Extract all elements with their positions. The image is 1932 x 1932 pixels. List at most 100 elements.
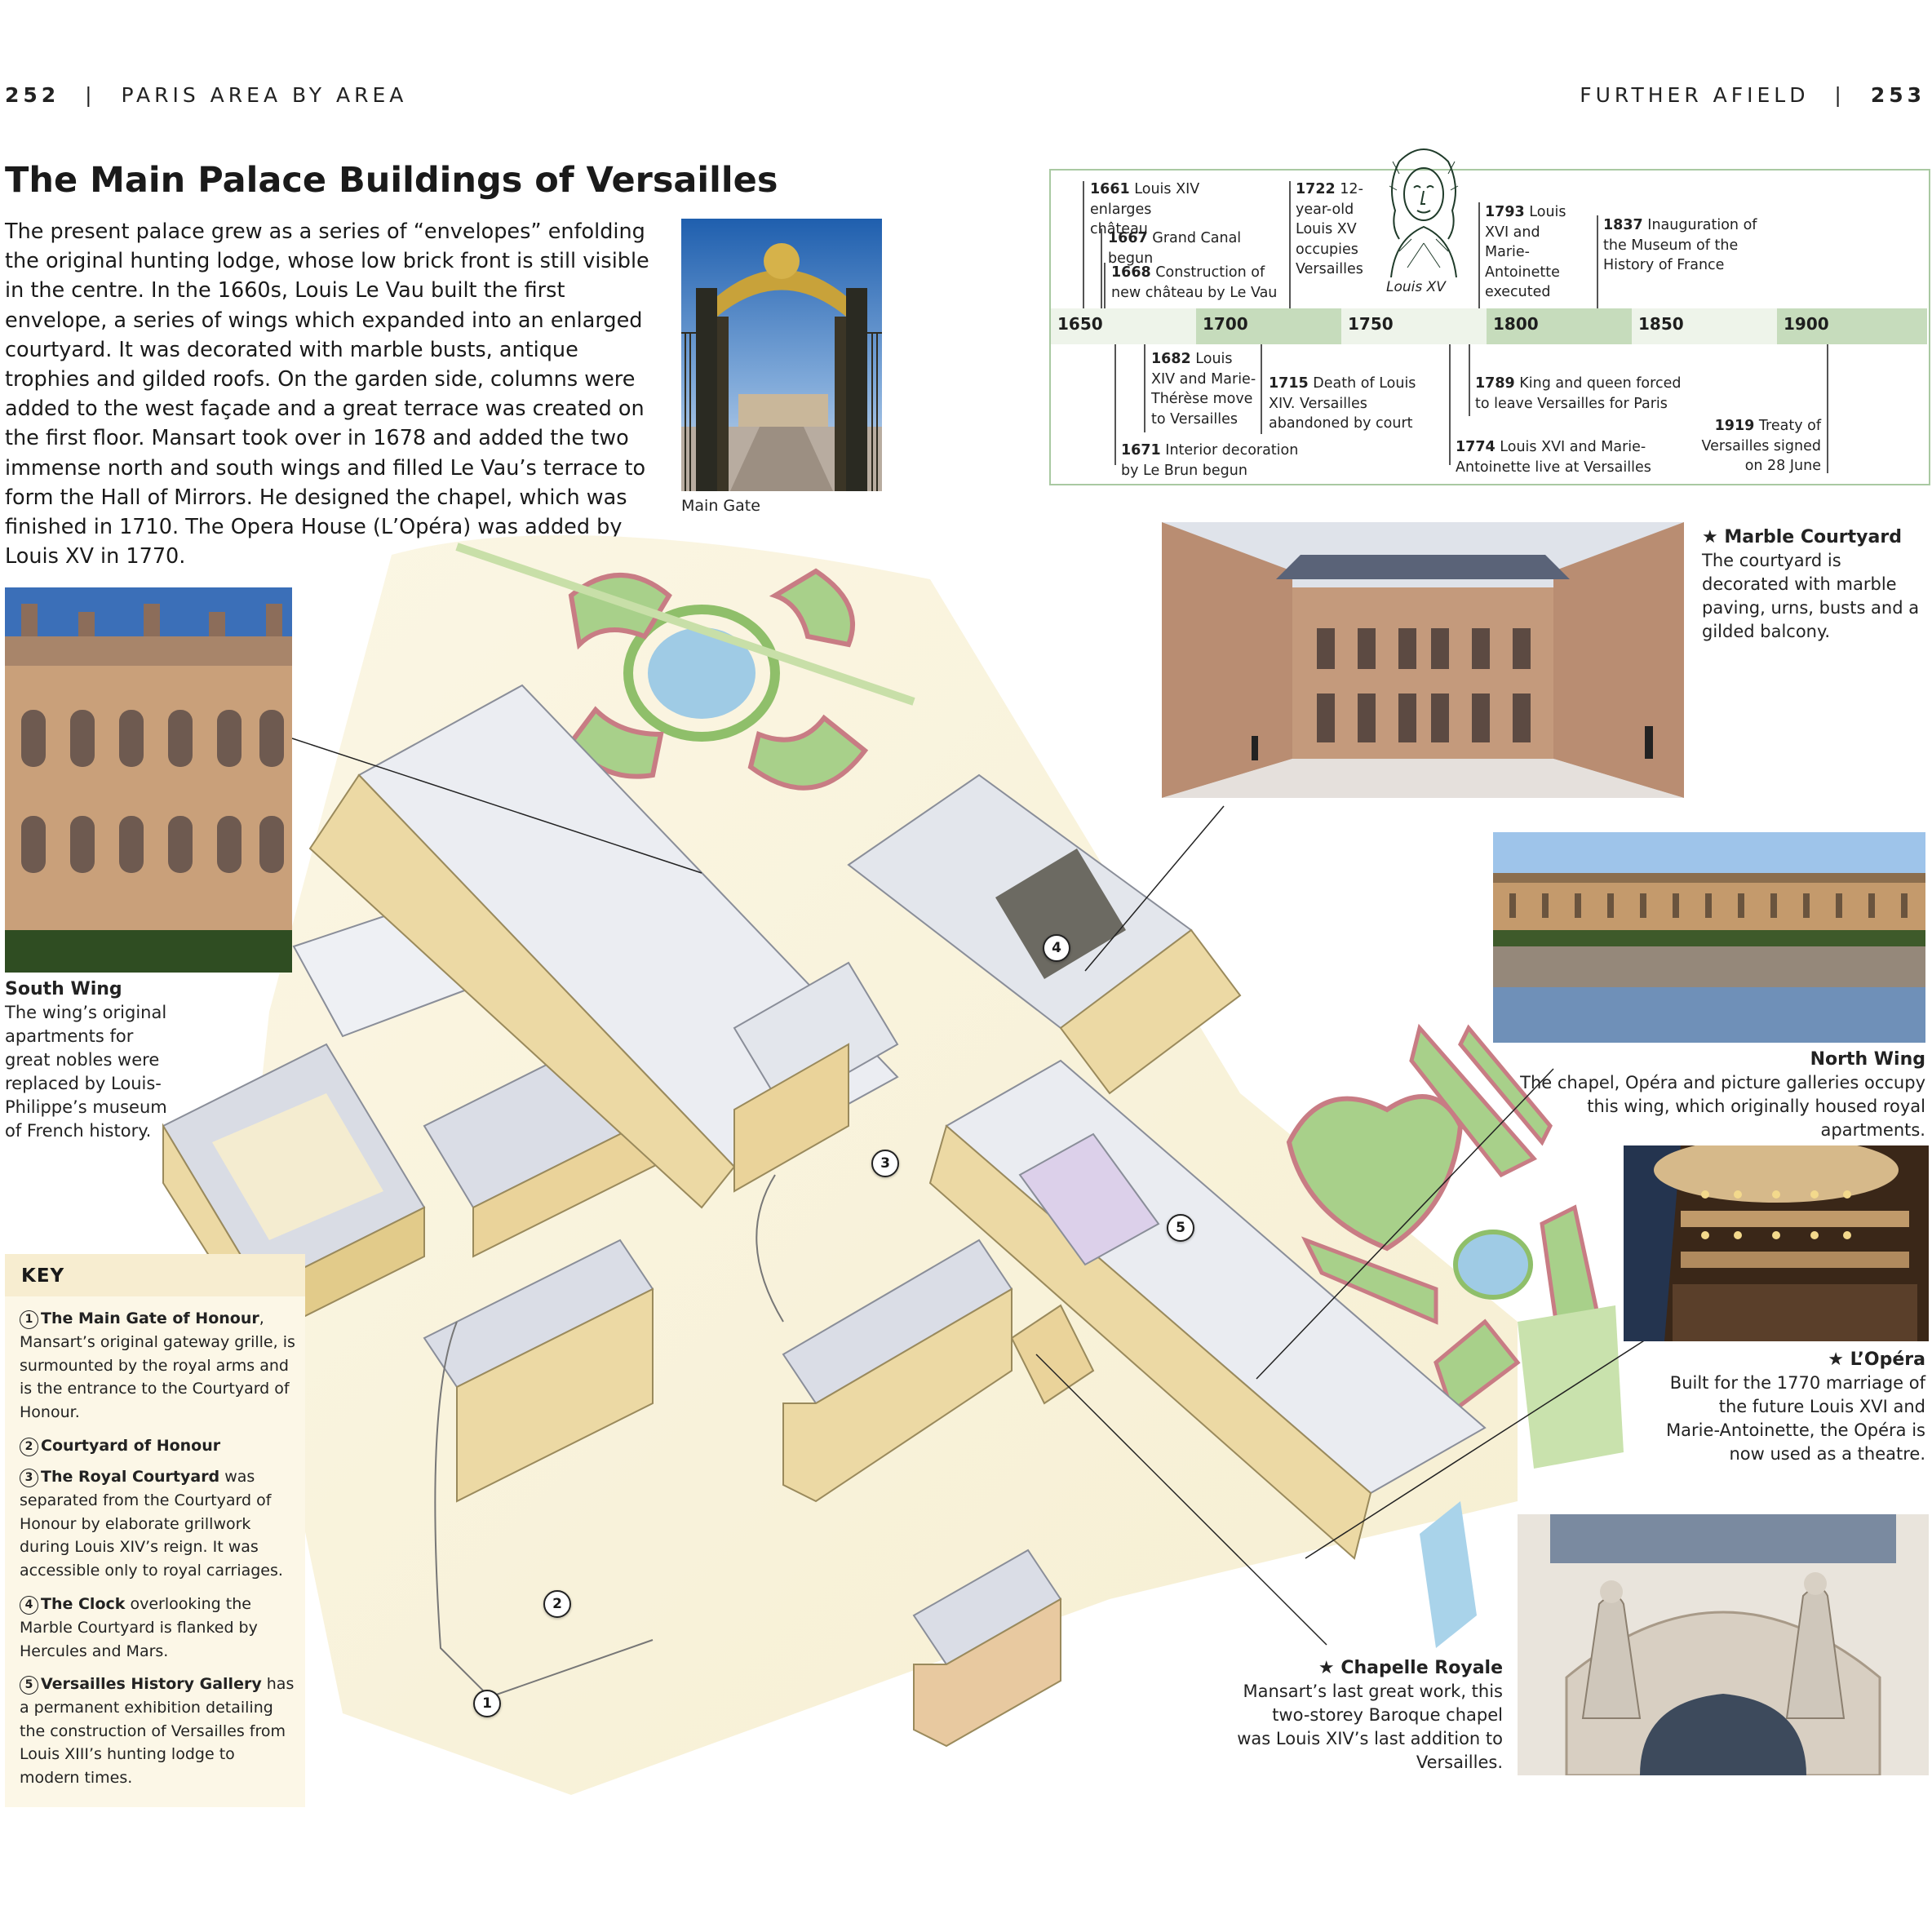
event-text: Louis XIV enlarges château bbox=[1090, 181, 1200, 237]
timeline-tick bbox=[1478, 202, 1480, 308]
timeline-tick bbox=[1083, 181, 1084, 308]
key-item-title: The Royal Courtyard bbox=[41, 1468, 220, 1486]
timeline-tick bbox=[1449, 344, 1451, 465]
key-item-text: was separated from the Courtyard of Hono… bbox=[20, 1468, 283, 1580]
opera-photo bbox=[1624, 1145, 1929, 1341]
portrait-caption: Louis XV bbox=[1386, 279, 1446, 295]
timeline-tick bbox=[1144, 344, 1145, 432]
callout-text: The chapel, Opéra and picture galleries … bbox=[1520, 1073, 1925, 1140]
key-item-text: , Mansart’s original gateway grille, is … bbox=[20, 1309, 295, 1422]
key-box bbox=[5, 1254, 305, 1807]
star-icon: ★ bbox=[1828, 1349, 1844, 1370]
timeline-event: 1789 King and queen forced to leave Vers… bbox=[1475, 374, 1695, 414]
key-item-title: The Main Gate of Honour bbox=[41, 1309, 259, 1327]
event-year: 1682 bbox=[1151, 351, 1191, 367]
timeline-segment bbox=[1487, 308, 1632, 344]
marble-courtyard-callout: ★ Marble Courtyard The courtyard is deco… bbox=[1702, 525, 1930, 644]
event-year: 1671 bbox=[1121, 442, 1161, 459]
key-title: KEY bbox=[21, 1265, 65, 1287]
event-year: 1789 bbox=[1475, 375, 1515, 392]
left-page-header: 252 | PARIS AREA BY AREA bbox=[5, 83, 407, 107]
event-text: Louis XVI and Marie-Antoinette live at V… bbox=[1456, 439, 1651, 476]
event-text: Louis XIV and Marie-Thérèse move to Vers… bbox=[1151, 351, 1256, 428]
timeline-event: 1774 Louis XVI and Marie-Antoinette live… bbox=[1456, 437, 1676, 477]
intro-paragraph: The present palace grew as a series of “… bbox=[5, 219, 649, 569]
left-page-number: 252 bbox=[5, 83, 60, 107]
key-item-text: overlooking the Marble Courtyard is flan… bbox=[20, 1595, 258, 1660]
north-wing-callout: North Wing The chapel, Opéra and picture… bbox=[1493, 1048, 1925, 1142]
timeline-event: 1837 Inauguration of the Museum of the H… bbox=[1603, 215, 1766, 276]
callout-text: Mansart’s last great work, this two-stor… bbox=[1237, 1682, 1503, 1772]
timeline-year: 1750 bbox=[1348, 314, 1394, 334]
key-item-title: Versailles History Gallery bbox=[41, 1675, 262, 1693]
left-section-title: PARIS AREA BY AREA bbox=[121, 83, 408, 107]
main-gate-photo bbox=[681, 219, 882, 491]
timeline-tick bbox=[1104, 263, 1106, 308]
event-year: 1919 bbox=[1714, 418, 1755, 434]
timeline-tick bbox=[1597, 215, 1598, 308]
timeline-segment bbox=[1196, 308, 1341, 344]
timeline-tick bbox=[1114, 344, 1116, 465]
plan-marker-3: 3 bbox=[871, 1150, 899, 1177]
louis-xv-portrait bbox=[1375, 137, 1473, 277]
event-year: 1715 bbox=[1269, 375, 1309, 392]
star-icon: ★ bbox=[1702, 527, 1718, 547]
timeline-year: 1850 bbox=[1638, 314, 1684, 334]
north-wing-photo bbox=[1493, 832, 1925, 1043]
event-year: 1668 bbox=[1111, 264, 1151, 281]
event-text: Death of Louis XIV. Versailles abandoned… bbox=[1269, 375, 1416, 432]
timeline-event: 1722 12-year-old Louis XV occupies Versa… bbox=[1296, 179, 1380, 280]
south-wing-callout: South Wing The wing’s original apartment… bbox=[5, 977, 168, 1143]
marble-courtyard-photo bbox=[1162, 522, 1684, 798]
timeline-event: 1671 Interior decoration by Le Brun begu… bbox=[1121, 441, 1317, 481]
event-text: 12-year-old Louis XV occupies Versailles bbox=[1296, 181, 1363, 277]
event-year: 1837 bbox=[1603, 217, 1643, 233]
key-number: 2 bbox=[20, 1438, 38, 1456]
timeline-tick bbox=[1261, 344, 1262, 434]
event-year: 1774 bbox=[1456, 439, 1496, 455]
callout-text: Built for the 1770 marriage of the futur… bbox=[1666, 1373, 1925, 1464]
key-header bbox=[5, 1254, 305, 1296]
callout-text: The wing’s original apartments for great… bbox=[5, 1003, 167, 1141]
key-number: 1 bbox=[20, 1310, 38, 1329]
timeline-event: 1668 Construction of new château by Le V… bbox=[1111, 263, 1283, 303]
key-number: 4 bbox=[20, 1596, 38, 1615]
key-item-title: The Clock bbox=[41, 1595, 126, 1613]
plan-marker-4: 4 bbox=[1043, 934, 1070, 962]
event-text: Construction of new château by Le Vau bbox=[1111, 264, 1278, 301]
callout-title: South Wing bbox=[5, 979, 122, 999]
callout-title: L’Opéra bbox=[1850, 1349, 1925, 1370]
right-page-number: 253 bbox=[1870, 83, 1925, 107]
opera-callout: ★ L’Opéra Built for the 1770 marriage of… bbox=[1664, 1348, 1925, 1466]
key-number: 5 bbox=[20, 1676, 38, 1695]
timeline-year: 1700 bbox=[1203, 314, 1248, 334]
timeline-segment bbox=[1777, 308, 1927, 344]
timeline-tick bbox=[1289, 181, 1291, 308]
callout-title: North Wing bbox=[1810, 1049, 1925, 1070]
header-divider: | bbox=[1834, 83, 1846, 107]
callout-title: Chapelle Royale bbox=[1340, 1658, 1503, 1678]
event-year: 1667 bbox=[1108, 230, 1148, 246]
timeline-tick bbox=[1827, 344, 1828, 473]
event-text: Inauguration of the Museum of the Histor… bbox=[1603, 217, 1757, 273]
key-item-title: Courtyard of Honour bbox=[41, 1437, 221, 1455]
timeline-year: 1900 bbox=[1784, 314, 1829, 334]
event-text: Interior decoration by Le Brun begun bbox=[1121, 442, 1299, 479]
event-text: Grand Canal begun bbox=[1108, 230, 1242, 267]
event-year: 1661 bbox=[1090, 181, 1130, 197]
callout-title: Marble Courtyard bbox=[1724, 527, 1902, 547]
timeline-tick bbox=[1469, 344, 1470, 416]
event-year: 1722 bbox=[1296, 181, 1336, 197]
star-icon: ★ bbox=[1318, 1658, 1335, 1678]
timeline-event: 1661 Louis XIV enlarges château bbox=[1090, 179, 1212, 240]
forecourt-wings bbox=[782, 1239, 1062, 1748]
timeline-year: 1800 bbox=[1493, 314, 1539, 334]
timeline-event: 1793 Louis XVI and Marie-Antoinette exec… bbox=[1485, 202, 1589, 303]
timeline-event: 1919 Treaty of Versailles signed on 28 J… bbox=[1694, 416, 1821, 476]
event-text: Treaty of Versailles signed on 28 June bbox=[1701, 418, 1821, 474]
timeline-tick bbox=[1101, 228, 1102, 308]
plan-marker-2: 2 bbox=[543, 1590, 571, 1618]
